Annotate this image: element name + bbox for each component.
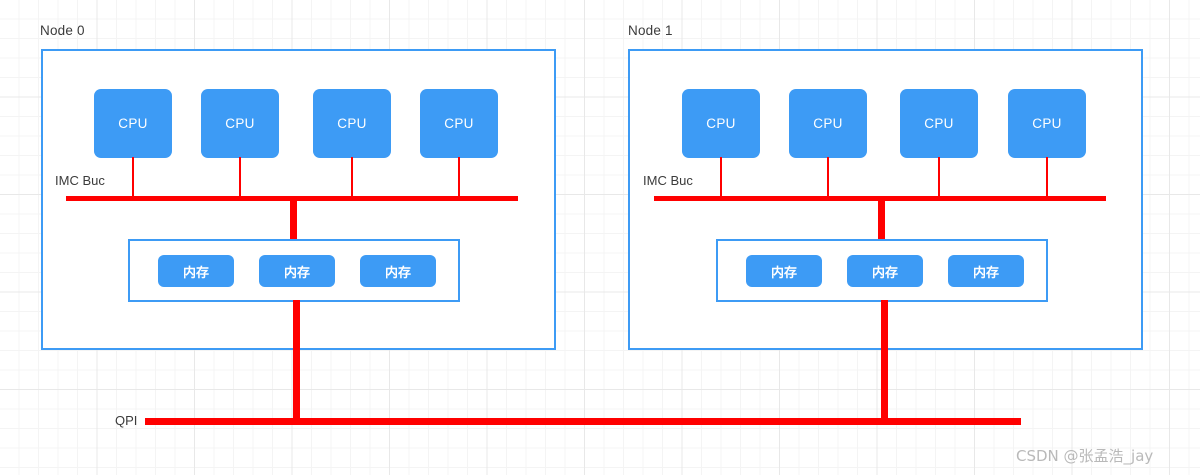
- node-0-memory-1[interactable]: 内存: [259, 255, 335, 287]
- node-1-cpu-3[interactable]: CPU: [1008, 89, 1086, 158]
- node-0-memory-2[interactable]: 内存: [360, 255, 436, 287]
- node-1-label: Node 1: [628, 23, 673, 38]
- node-1-bus-label: IMC Buc: [643, 173, 693, 188]
- node-1-cpu-3-wire: [1046, 157, 1048, 201]
- node-0-memory-0-label: 内存: [182, 265, 209, 281]
- node-1-cpu-0-label: CPU: [706, 116, 736, 131]
- qpi-label: QPI: [115, 413, 138, 428]
- node-0-label: Node 0: [40, 23, 85, 38]
- node-1-memory-0[interactable]: 内存: [746, 255, 822, 287]
- node-0-memory-2-label: 内存: [384, 265, 411, 281]
- node-0-cpu-0-label: CPU: [118, 116, 148, 131]
- node-1-memory-1-label: 内存: [871, 265, 898, 281]
- node-0-cpu-1-wire: [239, 157, 241, 201]
- node-0-cpu-1-label: CPU: [225, 116, 255, 131]
- node-1-cpu-2-wire: [938, 157, 940, 201]
- node-0-cpu-2[interactable]: CPU: [313, 89, 391, 158]
- node-0-cpu-3-label: CPU: [444, 116, 474, 131]
- node-1-cpu-3-label: CPU: [1032, 116, 1062, 131]
- node-1-memory-2[interactable]: 内存: [948, 255, 1024, 287]
- watermark: CSDN @张孟浩_jay: [1016, 447, 1154, 465]
- node-0-bus-label: IMC Buc: [55, 173, 105, 188]
- node-0-cpu-0-wire: [132, 157, 134, 201]
- node-0-cpu-3-wire: [458, 157, 460, 201]
- node-1-cpu-1-label: CPU: [813, 116, 843, 131]
- node-1-cpu-0[interactable]: CPU: [682, 89, 760, 158]
- node-0-cpu-1[interactable]: CPU: [201, 89, 279, 158]
- qpi-bus: [145, 418, 1021, 425]
- node-0-memory-0[interactable]: 内存: [158, 255, 234, 287]
- node-0-qpi-link: [293, 300, 300, 424]
- node-0-memory-1-label: 内存: [283, 265, 310, 281]
- node-0-cpu-2-label: CPU: [337, 116, 367, 131]
- node-1-memory-0-label: 内存: [770, 265, 797, 281]
- node-1-qpi-link: [881, 300, 888, 424]
- node-1-memory-link: [878, 196, 885, 242]
- node-1-cpu-0-wire: [720, 157, 722, 201]
- node-0-memory-link: [290, 196, 297, 242]
- node-1-cpu-2[interactable]: CPU: [900, 89, 978, 158]
- node-1-memory-1[interactable]: 内存: [847, 255, 923, 287]
- node-1-cpu-1[interactable]: CPU: [789, 89, 867, 158]
- node-0-cpu-3[interactable]: CPU: [420, 89, 498, 158]
- node-1-cpu-2-label: CPU: [924, 116, 954, 131]
- node-1-cpu-1-wire: [827, 157, 829, 201]
- node-1-memory-2-label: 内存: [972, 265, 999, 281]
- node-0-cpu-0[interactable]: CPU: [94, 89, 172, 158]
- node-0-cpu-2-wire: [351, 157, 353, 201]
